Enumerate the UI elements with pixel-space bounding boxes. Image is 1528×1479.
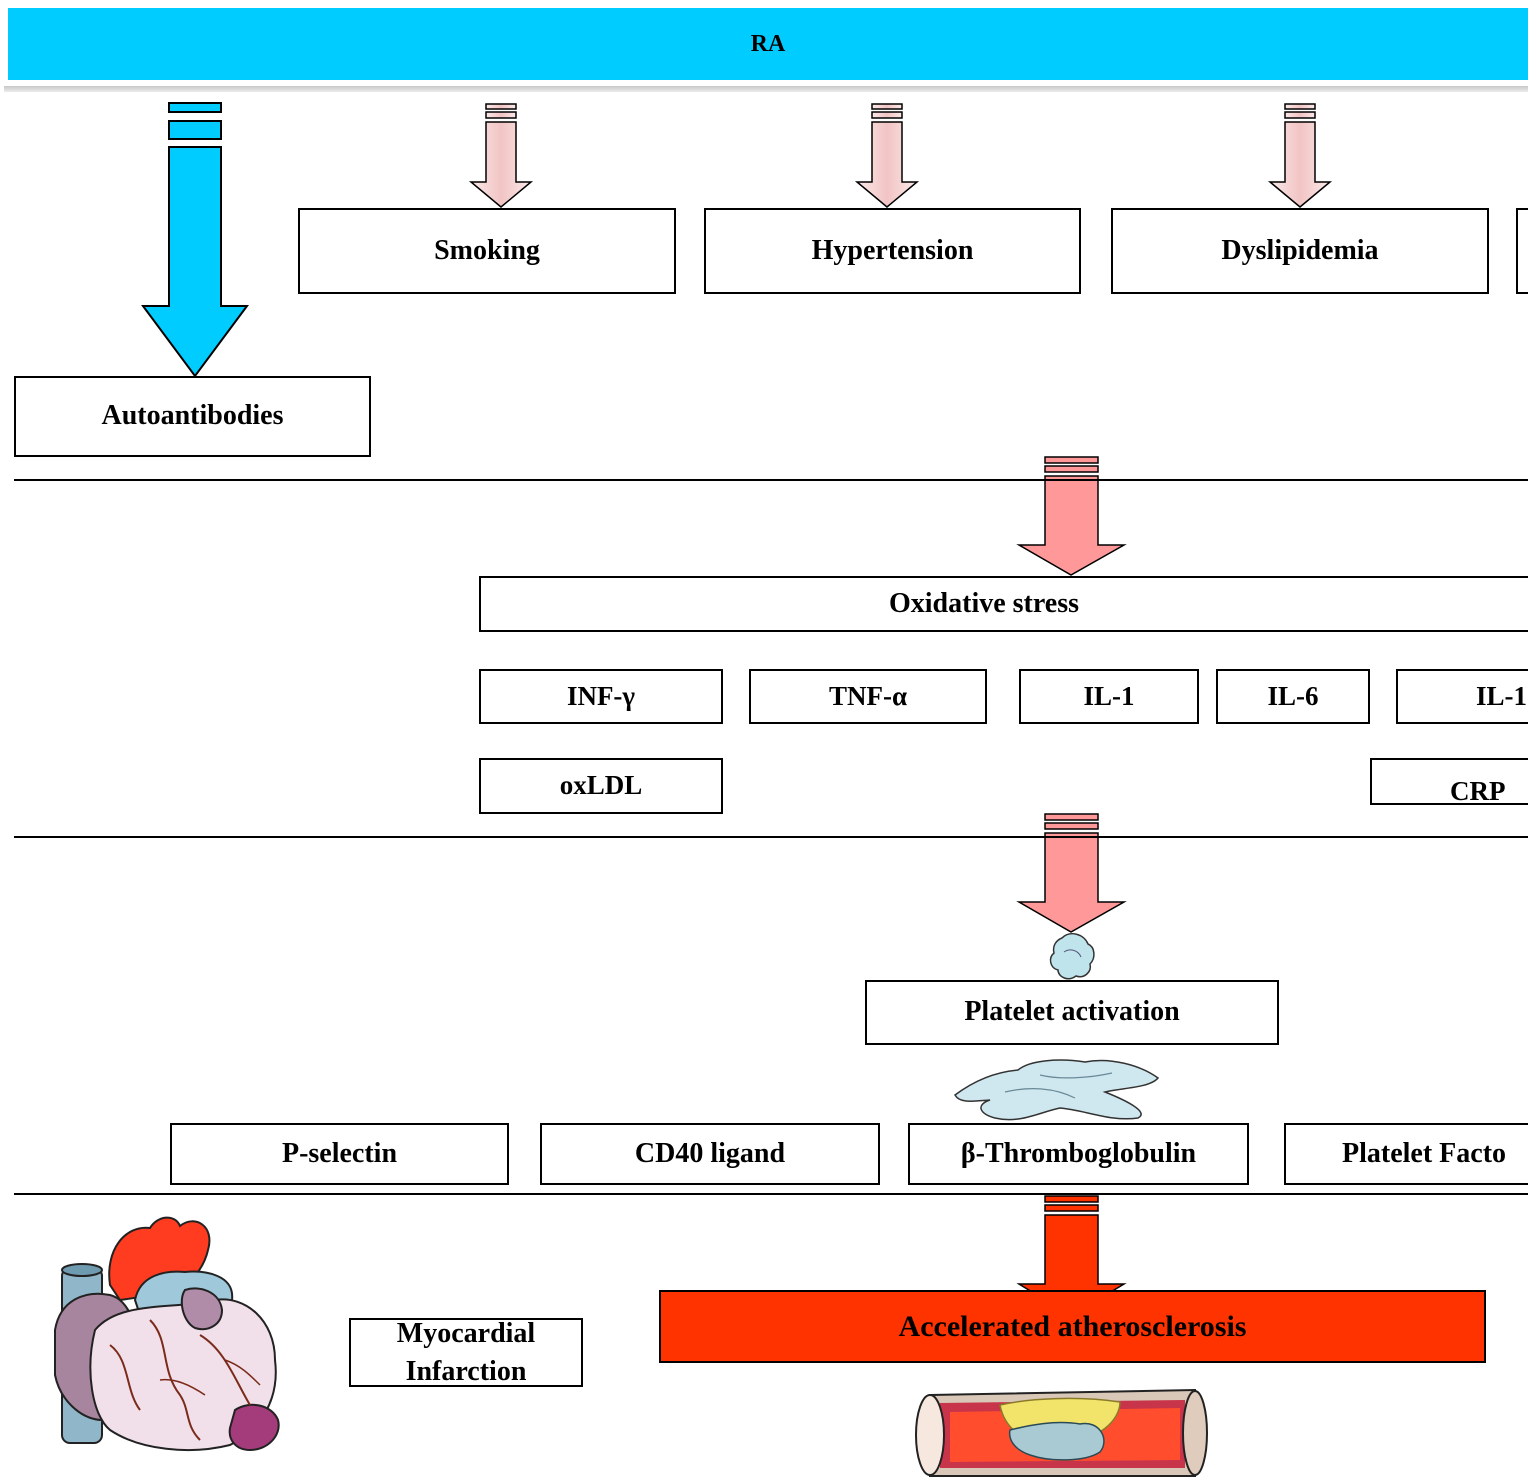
marker-beta-thromboglobulin: β-Thromboglobulin (908, 1123, 1249, 1185)
myocardial-infarction-label: Myocardial Infarction (396, 1318, 536, 1387)
oxidative-stress-box: Oxidative stress (479, 576, 1528, 632)
banner-shadow (4, 86, 1528, 92)
mediator-label: INF-γ (566, 680, 636, 711)
mediator-label: IL-6 (1267, 680, 1319, 711)
risk-factor-hypertension: Hypertension (704, 208, 1081, 294)
arrow-to-platelet-activation (1016, 813, 1127, 933)
risk-factor-truncated (1516, 208, 1528, 294)
marker-p-selectin: P-selectin (170, 1123, 509, 1185)
section-divider (14, 1193, 1528, 1195)
marker-label: β-Thromboglobulin (960, 1137, 1197, 1169)
title-text: RA (750, 30, 786, 57)
arrow-to-dyslipidemia (1267, 103, 1333, 208)
marker-label: Platelet Facto (1342, 1137, 1507, 1169)
spread-platelet-icon (954, 1059, 1160, 1121)
risk-factor-label: Hypertension (811, 234, 974, 266)
risk-factor-label: Smoking (434, 234, 540, 266)
mediator-il-truncated: IL-1 (1396, 669, 1528, 724)
mediator-oxldl: oxLDL (479, 758, 723, 814)
mediator-tnf-alpha: TNF-α (749, 669, 987, 724)
heart-illustration (54, 1216, 280, 1452)
resting-platelet-icon (1049, 933, 1095, 980)
mediator-label: IL-1 (1083, 680, 1135, 711)
platelet-activation-box: Platelet activation (865, 980, 1279, 1045)
mediator-label: oxLDL (559, 770, 643, 801)
platelet-activation-label: Platelet activation (964, 996, 1180, 1028)
marker-label: CD40 ligand (634, 1137, 786, 1169)
risk-factor-dyslipidemia: Dyslipidemia (1111, 208, 1489, 294)
accelerated-atherosclerosis-box: Accelerated atherosclerosis (659, 1290, 1486, 1363)
arrow-to-smoking (468, 103, 534, 208)
outcome-label: Accelerated atherosclerosis (898, 1310, 1247, 1343)
mediator-crp: CRP (1370, 758, 1528, 805)
marker-platelet-factor: Platelet Facto (1284, 1123, 1528, 1185)
oxidative-stress-label: Oxidative stress (888, 587, 1080, 619)
autoantibodies-label: Autoantibodies (101, 400, 284, 432)
mediator-il-6: IL-6 (1216, 669, 1370, 724)
artery-plaque-illustration (915, 1388, 1208, 1477)
section-divider (14, 479, 1528, 481)
mediator-label: IL-1 (1476, 680, 1528, 711)
arrow-to-hypertension (854, 103, 920, 208)
mediator-inf-gamma: INF-γ (479, 669, 723, 724)
mediator-label: TNF-α (828, 680, 908, 711)
arrow-to-oxidative-stress (1016, 456, 1127, 576)
arrow-to-autoantibodies (141, 102, 249, 378)
risk-factor-label: Dyslipidemia (1221, 234, 1379, 266)
title-banner: RA (8, 8, 1528, 80)
autoantibodies-box: Autoantibodies (14, 376, 371, 457)
mediator-il-1: IL-1 (1019, 669, 1199, 724)
section-divider (14, 836, 1528, 838)
risk-factor-smoking: Smoking (298, 208, 676, 294)
marker-cd40-ligand: CD40 ligand (540, 1123, 880, 1185)
myocardial-infarction-box: Myocardial Infarction (349, 1318, 583, 1387)
marker-label: P-selectin (281, 1137, 398, 1169)
mediator-label: CRP (1450, 779, 1506, 803)
